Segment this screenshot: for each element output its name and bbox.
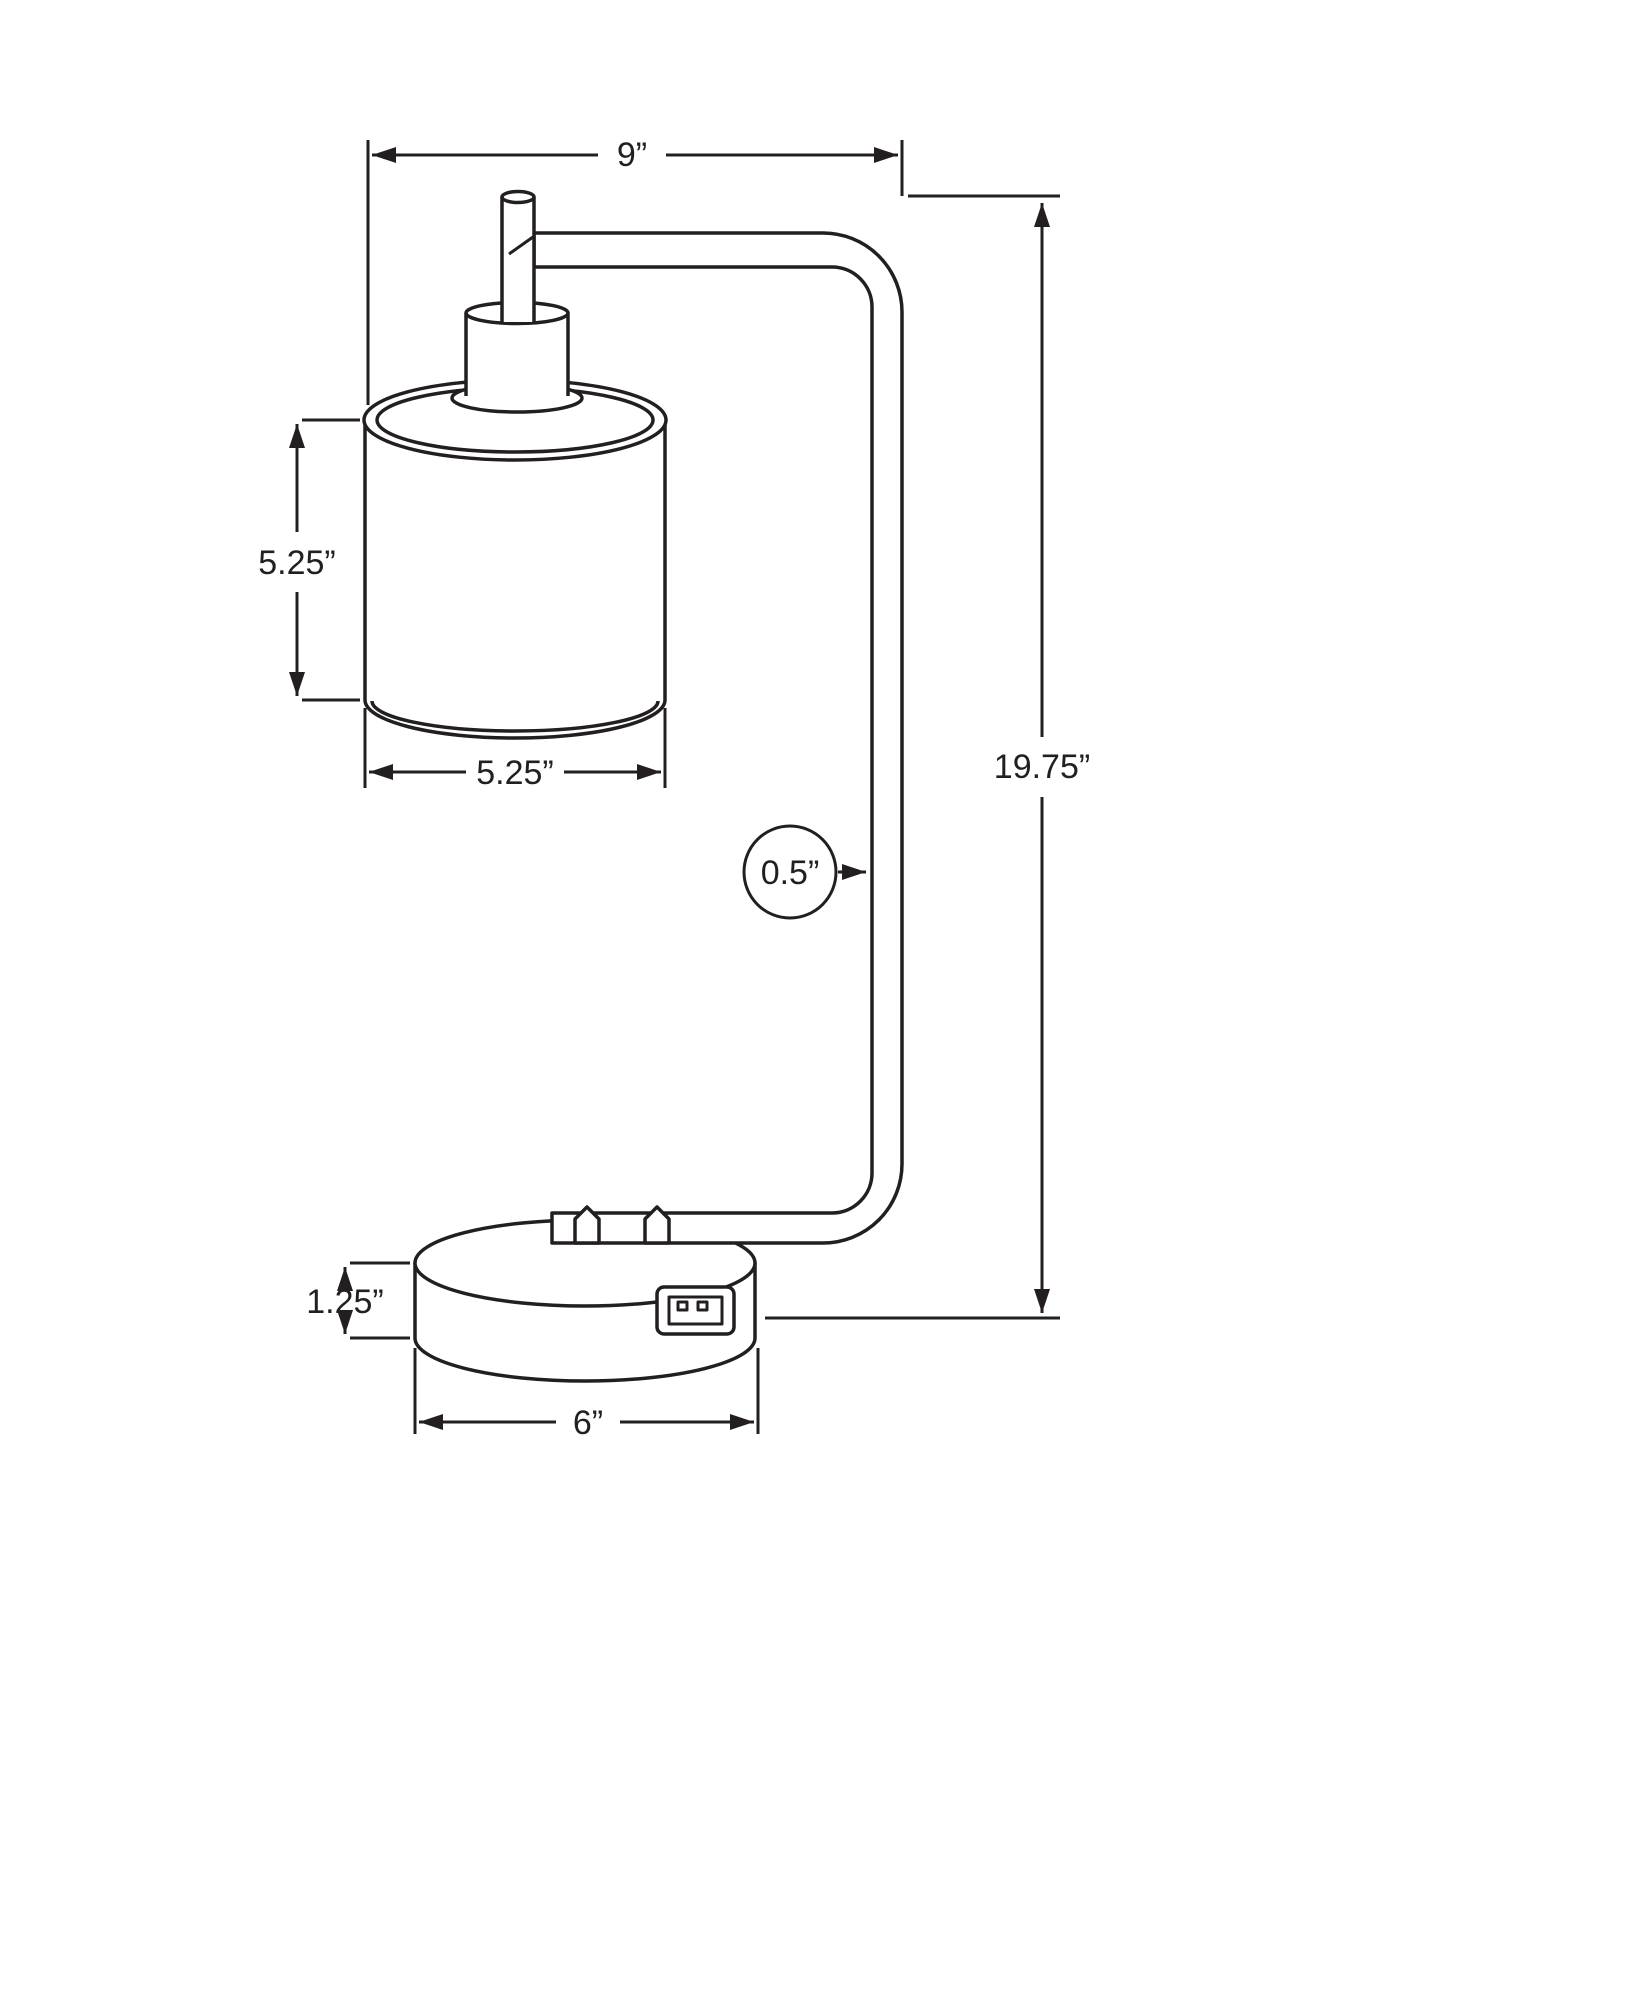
socket-fill xyxy=(466,313,568,396)
shade-bottom-rim xyxy=(370,700,660,733)
usb-pin-right xyxy=(696,1300,709,1312)
dim-tube-diameter: 0.5” xyxy=(742,824,866,920)
dimension-annotations: 9” 19.75” 5.25” 5.25” xyxy=(258,136,1090,1442)
dim-label-total-height: 19.75” xyxy=(994,748,1090,786)
dim-label-top-width: 9” xyxy=(617,136,647,174)
lamp-drawing xyxy=(362,189,904,1383)
dim-shade-width: 5.25” xyxy=(363,708,667,792)
usb-pin-left xyxy=(676,1300,689,1312)
dim-base-width: 6” xyxy=(413,1348,760,1442)
lamp-shade xyxy=(362,378,668,740)
callout-circle xyxy=(742,824,838,920)
rod-top-cap xyxy=(500,189,536,205)
dim-total-height: 19.75” xyxy=(765,194,1090,1320)
dim-label-shade-width: 5.25” xyxy=(476,754,554,792)
dim-label-tube-diameter: 0.5” xyxy=(761,854,820,892)
shade-body xyxy=(363,421,667,740)
stem-rod xyxy=(500,189,536,322)
switch-knob-left xyxy=(573,1205,601,1245)
socket-sides xyxy=(464,313,570,396)
lamp-arm-tube xyxy=(532,231,904,1245)
dim-shade-height: 5.25” xyxy=(258,418,360,702)
dim-base-height: 1.25” xyxy=(306,1261,410,1340)
dim-label-base-width: 6” xyxy=(573,1404,603,1442)
dim-label-shade-height: 5.25” xyxy=(258,544,336,582)
dim-top-width: 9” xyxy=(366,136,904,405)
rod-arm-notch xyxy=(508,235,534,256)
rod-sides xyxy=(500,197,536,322)
switch-knob-right xyxy=(643,1205,671,1245)
usb-port-icon xyxy=(655,1285,736,1336)
dim-label-base-height: 1.25” xyxy=(306,1283,384,1321)
rod-fill xyxy=(502,197,534,322)
